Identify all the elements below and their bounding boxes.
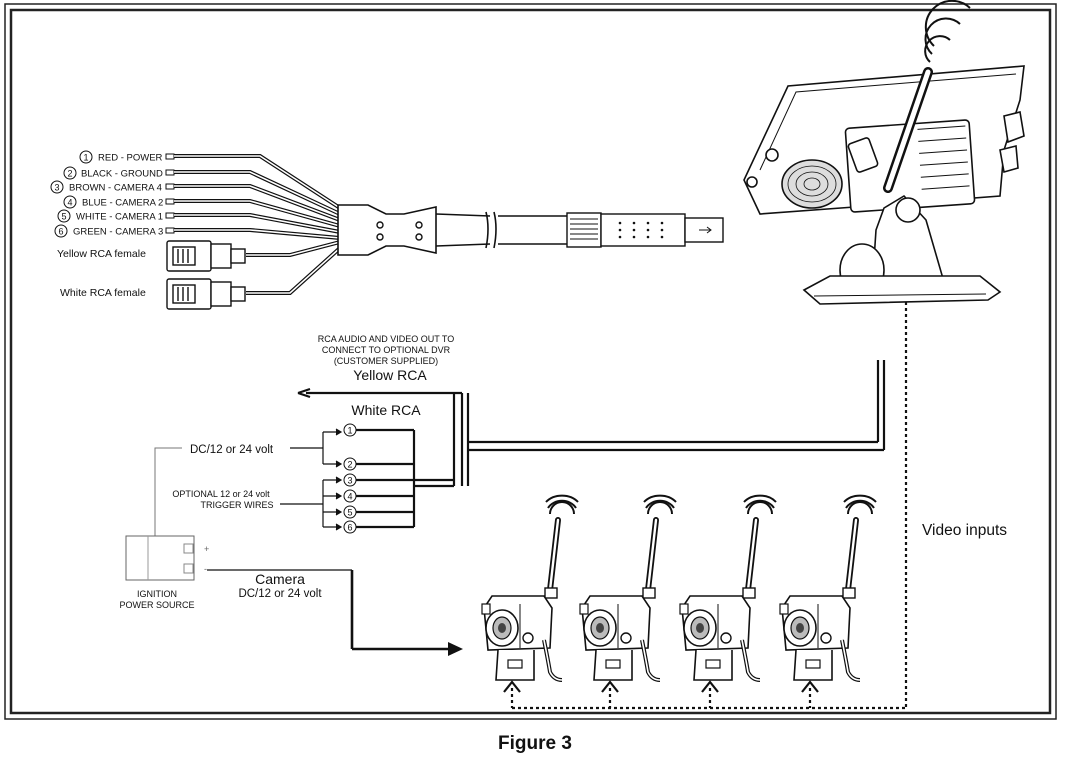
monitor-plug xyxy=(566,212,724,248)
wire-number-4: 4 xyxy=(67,198,72,208)
trigger-bracket xyxy=(280,476,343,531)
wire-number-5: 5 xyxy=(61,212,66,222)
wireless-monitor xyxy=(743,0,1025,305)
trigger-label-line1: OPTIONAL 12 or 24 volt xyxy=(172,489,270,499)
outer-frame xyxy=(4,3,1057,720)
wire-number-6: 6 xyxy=(58,227,63,237)
yellow-rca-female-connector xyxy=(166,240,246,272)
wire-number-3: 3 xyxy=(54,183,59,193)
dvr-note-line1: RCA AUDIO AND VIDEO OUT TO xyxy=(318,334,455,344)
terminal-3: 3 xyxy=(343,473,357,487)
wire-label-6: 6 GREEN - CAMERA 3 xyxy=(54,224,163,238)
wire-label-black-ground: BLACK - GROUND xyxy=(81,169,163,180)
terminal-4: 4 xyxy=(343,489,357,503)
wire-label-green-camera3: GREEN - CAMERA 3 xyxy=(73,227,163,238)
wire-terminals xyxy=(165,153,175,234)
power-trigger-wires xyxy=(356,428,454,529)
wire-label-1: 1 RED - POWER xyxy=(79,150,163,164)
harness-wire-labels: 1 RED - POWER 2 BLACK - GROUND 3 BROWN -… xyxy=(50,150,163,238)
dvr-note: RCA AUDIO AND VIDEO OUT TO CONNECT TO OP… xyxy=(318,334,455,366)
white-rca-female-label: White RCA female xyxy=(60,287,146,299)
dc-power-bracket xyxy=(290,428,343,468)
terminal-number-1: 1 xyxy=(347,426,352,436)
dvr-note-line2: CONNECT TO OPTIONAL DVR xyxy=(322,345,451,355)
camera-power-line xyxy=(207,569,463,656)
terminal-2: 2 xyxy=(343,457,357,471)
wire-label-5: 5 WHITE - CAMERA 1 xyxy=(57,209,163,223)
terminal-5: 5 xyxy=(343,505,357,519)
ignition-plus-terminal: + xyxy=(204,544,209,554)
terminal-number-3: 3 xyxy=(347,476,352,486)
wireless-camera-2 xyxy=(580,496,676,680)
monitor-signal-waves-icon xyxy=(924,0,971,63)
trigger-label-line2: TRIGGER WIRES xyxy=(200,500,273,510)
harness-junction-block xyxy=(337,204,437,256)
ignition-label-line2: POWER SOURCE xyxy=(119,600,194,610)
wireless-camera-3 xyxy=(680,496,776,680)
ignition-power-source: + - xyxy=(125,447,209,581)
wire-label-blue-camera2: BLUE - CAMERA 2 xyxy=(82,198,163,209)
ignition-label-line1: IGNITION xyxy=(137,589,177,599)
yellow-rca-label: Yellow RCA xyxy=(353,367,427,383)
terminal-number-5: 5 xyxy=(347,508,352,518)
ignition-minus-terminal: - xyxy=(204,564,207,574)
main-cable xyxy=(435,211,568,249)
white-rca-label: White RCA xyxy=(351,402,421,418)
inner-frame xyxy=(9,8,1052,715)
video-inputs-label: Video inputs xyxy=(922,522,1007,539)
camera-power-label-line1: Camera xyxy=(255,571,305,587)
wire-label-4: 4 BLUE - CAMERA 2 xyxy=(63,195,163,209)
wire-label-3: 3 BROWN - CAMERA 4 xyxy=(50,180,162,194)
terminal-number-2: 2 xyxy=(347,460,352,470)
yellow-rca-female-label: Yellow RCA female xyxy=(57,248,146,260)
wire-label-white-camera1: WHITE - CAMERA 1 xyxy=(76,212,163,223)
wire-number-2: 2 xyxy=(67,169,72,179)
terminal-number-4: 4 xyxy=(347,492,352,502)
wire-label-brown-camera4: BROWN - CAMERA 4 xyxy=(69,183,162,194)
terminal-1: 1 xyxy=(343,423,357,437)
wireless-camera-4 xyxy=(780,496,876,680)
wire-label-2: 2 BLACK - GROUND xyxy=(63,166,163,180)
wireless-camera-1 xyxy=(482,496,578,680)
terminal-6: 6 xyxy=(343,520,357,534)
wire-number-1: 1 xyxy=(83,153,88,163)
video-input-arrows xyxy=(503,680,819,693)
camera-power-label-line2: DC/12 or 24 volt xyxy=(238,588,322,600)
wire-label-red-power: RED - POWER xyxy=(98,153,163,164)
dc-power-label: DC/12 or 24 volt xyxy=(190,444,274,456)
white-rca-female-connector xyxy=(166,278,246,310)
terminal-numbers: 1 2 3 4 5 6 xyxy=(343,423,357,534)
harness-wires xyxy=(174,154,342,295)
video-input-paths xyxy=(510,302,908,710)
figure-caption: Figure 3 xyxy=(498,733,572,754)
monitor-lead-cable xyxy=(468,360,886,452)
terminal-number-6: 6 xyxy=(347,523,352,533)
dvr-note-line3: (CUSTOMER SUPPLIED) xyxy=(334,356,438,366)
rca-out-cable xyxy=(297,387,470,486)
